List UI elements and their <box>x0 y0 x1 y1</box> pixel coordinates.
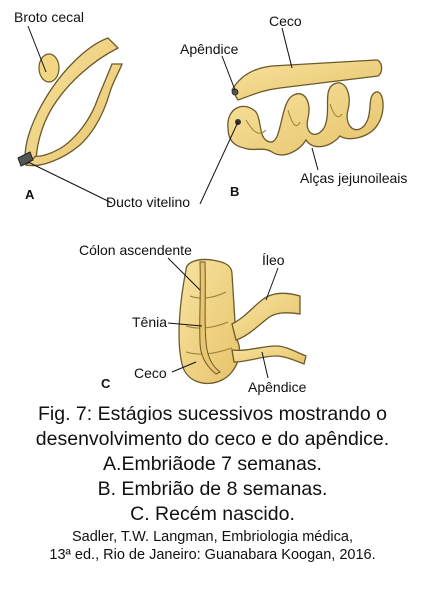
panel-label-b: B <box>230 184 239 199</box>
label-ileo: Íleo <box>262 252 285 268</box>
caption-line-4: B. Embrião de 8 semanas. <box>97 478 328 500</box>
panel-c-colon-cecum <box>178 258 241 385</box>
panel-label-a: A <box>25 187 35 202</box>
panel-b-cecum-tube <box>231 59 383 101</box>
label-apendice-b: Apêndice <box>180 41 239 57</box>
label-colon-ascendente: Cólon ascendente <box>79 242 192 258</box>
panel-b-drawing <box>227 59 384 156</box>
label-ducto-vitelino: Ducto vitelino <box>106 194 190 210</box>
panel-c-drawing <box>178 258 307 385</box>
leader-colon-ascendente <box>167 257 201 291</box>
label-broto-cecal: Broto cecal <box>14 9 84 25</box>
leader-broto-cecal <box>27 25 47 73</box>
label-tenia: Tênia <box>132 314 167 330</box>
caption-line-1: Fig. 7: Estágios sucessivos mostrando o <box>38 403 387 425</box>
leader-ducto-vitelino-b <box>199 121 239 205</box>
leader-alcas-jejunoileais <box>311 147 319 171</box>
panel-a-gut-lower-limb <box>24 63 123 167</box>
panel-label-c: C <box>101 376 111 391</box>
caption-line-3: A.Embriãode 7 semanas. <box>103 453 322 475</box>
panel-c-taenia <box>199 261 221 375</box>
leader-ducto-vitelino <box>27 161 113 204</box>
leader-ceco-b <box>281 27 293 69</box>
panel-c-ileum <box>231 292 301 341</box>
caption-line-5: C. Recém nascido. <box>130 503 295 525</box>
panel-b-loop-shading <box>245 103 343 134</box>
panel-a-drawing <box>17 37 123 167</box>
caption-line-2: desenvolvimento do ceco e do apêndice. <box>35 428 390 450</box>
panel-b-small-intestine-loops <box>227 82 384 156</box>
panel-c-appendix <box>231 345 307 365</box>
leader-tenia <box>167 322 203 327</box>
cecal-bud <box>38 53 60 83</box>
caption-credit-2: 13ª ed., Rio de Janeiro: Guanabara Kooga… <box>49 547 376 563</box>
leader-ileo <box>265 267 279 301</box>
leader-ceco-c <box>171 361 197 373</box>
vitelline-duct-stump <box>17 151 34 167</box>
label-ceco-b: Ceco <box>269 13 302 29</box>
label-ceco-c: Ceco <box>134 365 167 381</box>
label-alcas-jejunoileais: Alças jejunoileais <box>300 170 407 186</box>
leader-apendice-b <box>221 55 236 91</box>
caption-credit-1: Sadler, T.W. Langman, Embriologia médica… <box>71 529 353 545</box>
label-apendice-c: Apêndice <box>248 379 307 395</box>
leader-apendice-c <box>261 351 269 379</box>
cecum-development-figure: Broto cecal Ducto vitelino A Apêndice Ce… <box>14 9 407 395</box>
